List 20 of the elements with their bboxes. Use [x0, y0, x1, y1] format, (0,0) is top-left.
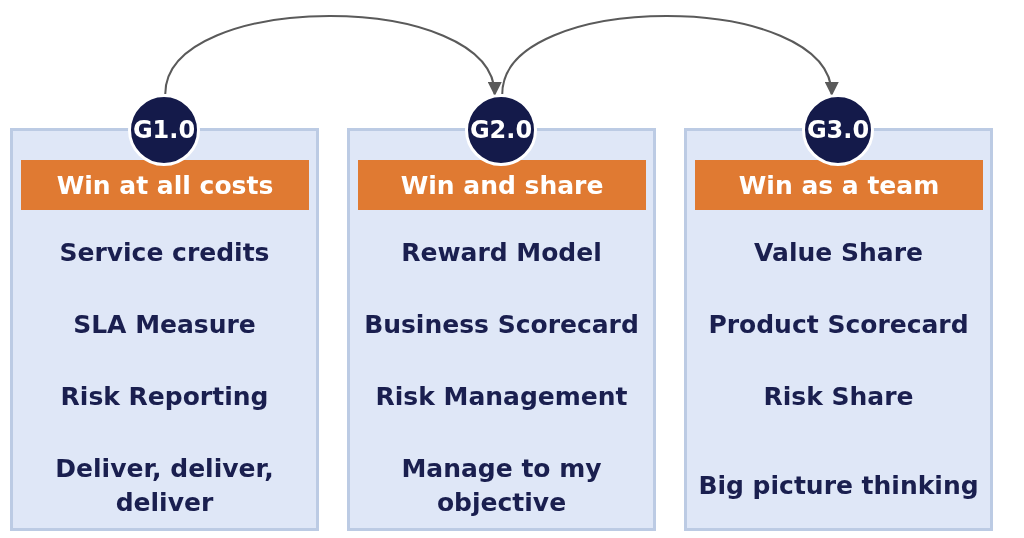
badge-circle: G3.0 [802, 94, 874, 166]
curved-arrow [501, 15, 836, 96]
list-item: Service credits [59, 237, 270, 269]
list-item: Product Scorecard [708, 309, 969, 341]
header-bar: Win at all costs [21, 160, 309, 210]
header-bar: Win and share [358, 160, 646, 210]
header-bar: Win as a team [695, 160, 983, 210]
list-item: Business Scorecard [364, 309, 639, 341]
badge-circle: G1.0 [128, 94, 200, 166]
list-item: Reward Model [401, 237, 602, 269]
list-item: Manage to my objective [400, 453, 603, 519]
list-item: SLA Measure [73, 309, 256, 341]
list-item: Risk Share [763, 381, 914, 413]
list-item: Value Share [754, 237, 923, 269]
list-item: Big picture thinking [698, 470, 979, 502]
list-item: Risk Management [375, 381, 628, 413]
list-item: Risk Reporting [60, 381, 269, 413]
badge-circle: G2.0 [465, 94, 537, 166]
curved-arrow [164, 15, 499, 96]
list-item: Deliver, deliver, deliver [54, 453, 275, 519]
